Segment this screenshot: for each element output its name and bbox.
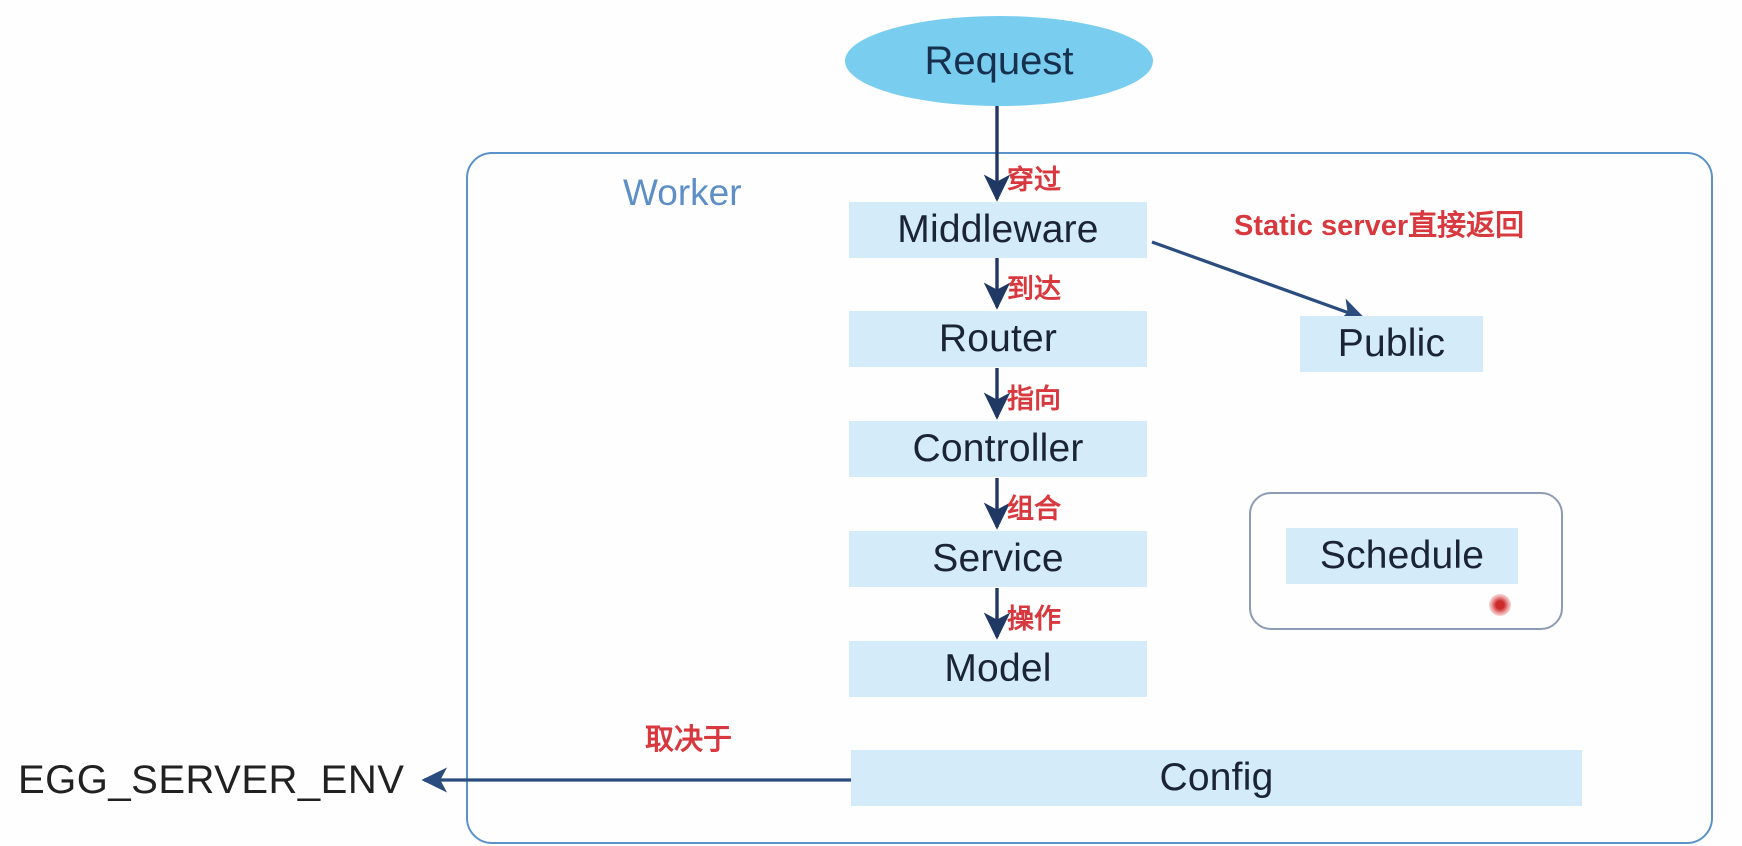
annotation-through: 穿过 xyxy=(1007,165,1061,195)
label-egg-server-env: EGG_SERVER_ENV xyxy=(18,758,405,802)
node-model[interactable]: Model xyxy=(849,641,1147,697)
annotation-combine: 组合 xyxy=(1007,494,1061,524)
node-request[interactable]: Request xyxy=(845,16,1153,106)
schedule-container xyxy=(1249,492,1563,630)
node-controller[interactable]: Controller xyxy=(849,421,1147,477)
annotation-arrive: 到达 xyxy=(1007,274,1061,304)
node-schedule[interactable]: Schedule xyxy=(1286,528,1518,584)
node-router[interactable]: Router xyxy=(849,311,1147,367)
annotation-static-server: Static server直接返回 xyxy=(1234,210,1525,242)
worker-container xyxy=(466,152,1713,844)
annotation-operate: 操作 xyxy=(1007,604,1061,634)
worker-label: Worker xyxy=(623,172,742,213)
node-config[interactable]: Config xyxy=(851,750,1582,806)
node-service[interactable]: Service xyxy=(849,531,1147,587)
annotation-point-to: 指向 xyxy=(1007,384,1061,414)
node-middleware[interactable]: Middleware xyxy=(849,202,1147,258)
node-public[interactable]: Public xyxy=(1300,316,1483,372)
annotation-depends-on: 取决于 xyxy=(645,724,733,756)
cursor-dot-icon xyxy=(1489,594,1511,616)
